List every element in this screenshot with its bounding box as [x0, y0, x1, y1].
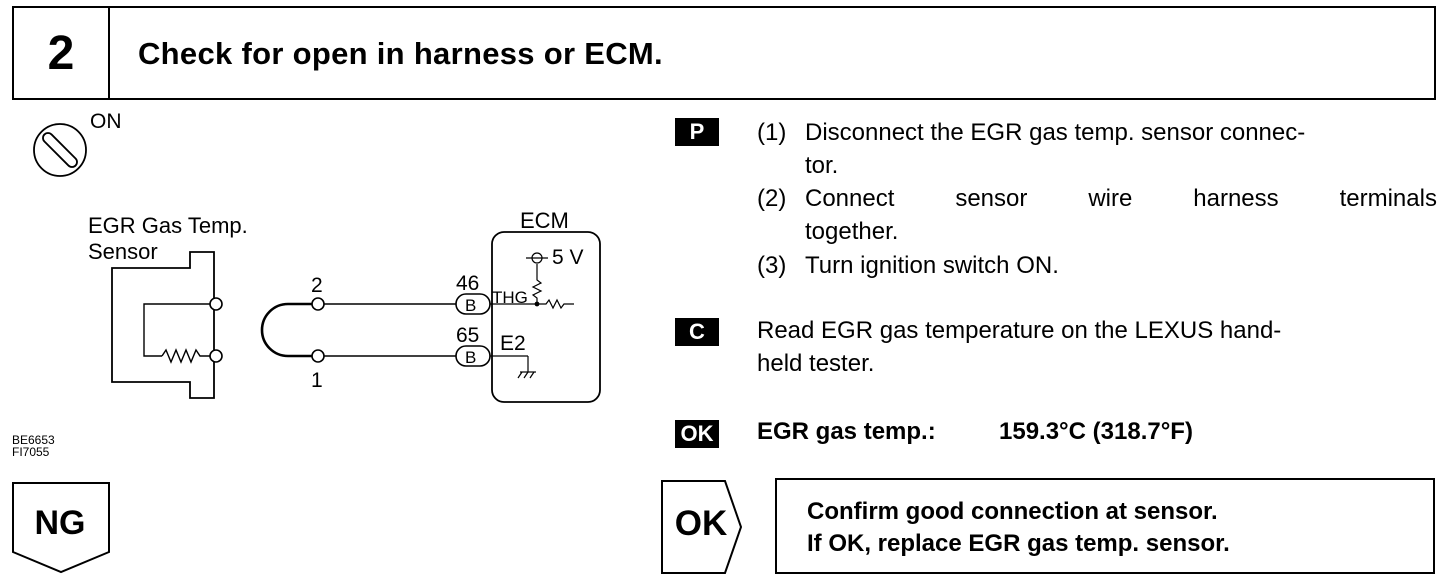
- step-2-number: (2): [757, 185, 787, 212]
- thermistor-symbol: [161, 348, 216, 364]
- voltage-label: 5 V: [552, 246, 584, 269]
- sensor-label-line1: EGR Gas Temp.: [88, 213, 248, 238]
- ng-arrow-shape: [12, 482, 110, 574]
- ok-badge: OK: [675, 420, 719, 448]
- figure-codes: BE6653 FI7055: [12, 434, 55, 458]
- terminal-46-label: 46: [456, 272, 479, 295]
- step-2-word: terminals: [1339, 185, 1437, 212]
- figure-code-1: BE6653: [12, 433, 55, 447]
- sensor-label-line2: Sensor: [88, 239, 158, 264]
- step-2: (2) Connect sensor wire harness terminal…: [757, 182, 1437, 248]
- ng-branch: NG: [12, 482, 110, 579]
- step-3: (3) Turn ignition switch ON.: [757, 249, 1059, 282]
- step-3-number: (3): [757, 252, 787, 279]
- step-2-word: Connect: [805, 185, 895, 212]
- ecm-label: ECM: [520, 208, 569, 233]
- spec-label: EGR gas temp.:: [757, 418, 936, 445]
- result-box: Confirm good connection at sensor. If OK…: [775, 478, 1435, 574]
- figure-code-2: FI7055: [12, 445, 50, 459]
- sensor-body: [111, 251, 215, 399]
- step-title: Check for open in harness or ECM.: [138, 36, 663, 71]
- check-instruction-line1: Read EGR gas temperature on the LEXUS ha…: [757, 317, 1282, 344]
- step-3-text: Turn ignition switch ON.: [805, 252, 1059, 279]
- step-2-text-line2: together.: [805, 218, 899, 245]
- check-badge-c: C: [675, 318, 719, 346]
- result-text: Confirm good connection at sensor. If OK…: [807, 496, 1230, 560]
- terminal-65-label: 65: [456, 324, 479, 347]
- connector-b-bottom: B: [465, 348, 476, 367]
- wiring-diagram: 2 1 B B 46 65 THG 5 V E2: [111, 231, 601, 403]
- thg-label: THG: [492, 288, 528, 307]
- pin-1-label: 1: [311, 369, 323, 392]
- ok-arrow-shape: [661, 480, 743, 574]
- ok-branch: OK: [661, 480, 743, 579]
- step-number: 2: [14, 8, 110, 98]
- step-1: (1) Disconnect the EGR gas temp. sensor c…: [757, 116, 1437, 182]
- ignition-switch-icon: [33, 123, 87, 177]
- spec-line: EGR gas temp.: 159.3°C (318.7°F): [757, 418, 1193, 446]
- step-header: 2 Check for open in harness or ECM.: [12, 6, 1436, 100]
- step-1-text-line1: Disconnect the EGR gas temp. sensor conn…: [805, 119, 1306, 146]
- step-2-word: sensor: [955, 185, 1028, 212]
- ecm-box: [491, 231, 601, 403]
- step-1-number: (1): [757, 119, 787, 146]
- step-2-word: harness: [1193, 185, 1279, 212]
- pin-2-label: 2: [311, 274, 323, 297]
- step-2-text-line1: Connect sensor wire harness terminals: [805, 182, 1437, 215]
- ok-label: OK: [674, 504, 728, 543]
- connector-b-top: B: [465, 296, 476, 315]
- ng-label: NG: [34, 504, 86, 542]
- e2-label: E2: [500, 332, 526, 355]
- check-instruction: Read EGR gas temperature on the LEXUS ha…: [757, 314, 1437, 380]
- ignition-on-label: ON: [90, 110, 122, 133]
- result-line1: Confirm good connection at sensor.: [807, 498, 1218, 525]
- sensor-label: EGR Gas Temp. Sensor: [88, 213, 248, 265]
- spec-value: 159.3°C (318.7°F): [999, 418, 1193, 445]
- step-1-text-line2: tor.: [805, 152, 839, 179]
- step-2-word: wire: [1088, 185, 1133, 212]
- check-instruction-line2: held tester.: [757, 350, 875, 377]
- jumper-wire: [260, 302, 312, 358]
- procedure-badge-p: P: [675, 118, 719, 146]
- result-line2: If OK, replace EGR gas temp. sensor.: [807, 530, 1230, 557]
